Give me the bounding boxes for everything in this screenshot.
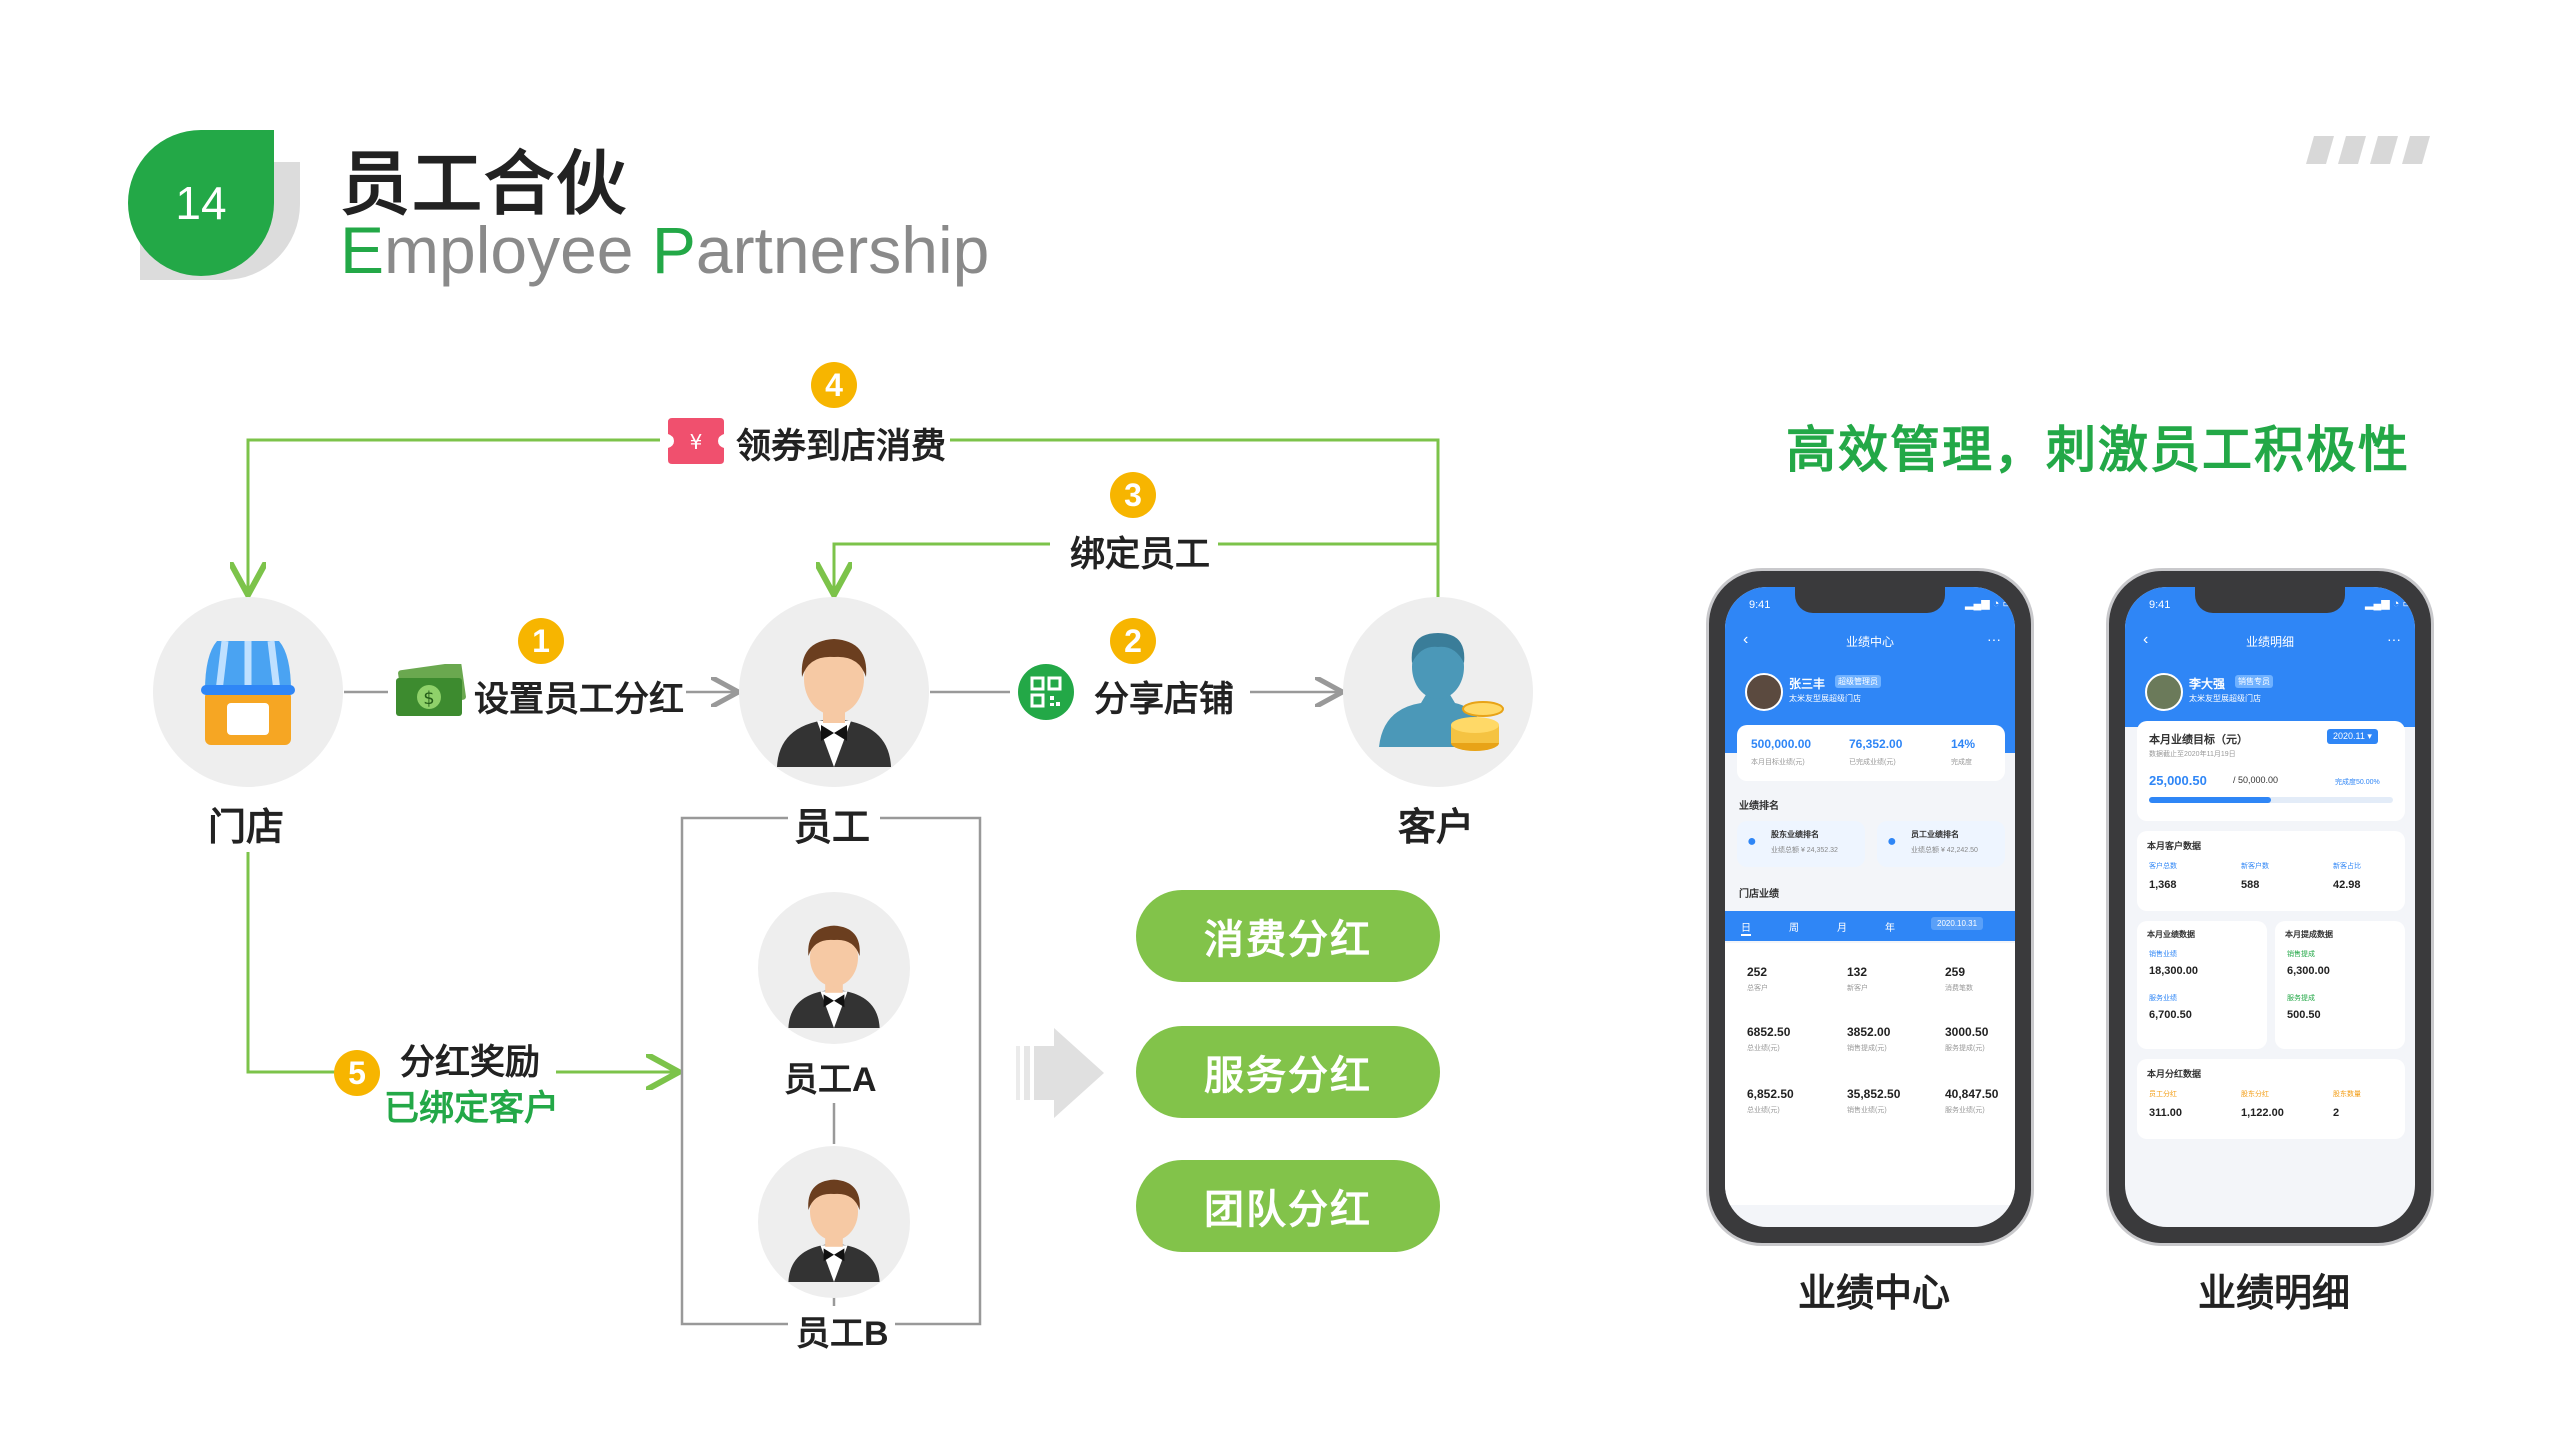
user-icon: ● bbox=[1747, 833, 1757, 850]
coupon-icon: ¥ bbox=[668, 418, 724, 464]
monthly-target-card: 本月业绩目标（元） 2020.11 ▾ 数据截止至2020年11月19日 25,… bbox=[2137, 721, 2405, 821]
page-number-badge: 14 bbox=[128, 130, 274, 276]
customer-node bbox=[1343, 597, 1533, 787]
svg-text:¥: ¥ bbox=[690, 430, 703, 454]
employee-a-node bbox=[758, 892, 910, 1044]
store-metrics-grid: 252 总客户 132 新客户 259 消费笔数 6852.50 总业绩(元) … bbox=[1725, 943, 2015, 1205]
user-store: 太米友型展超级门店 bbox=[1789, 694, 1861, 703]
employee-rank-card[interactable]: ● 员工业绩排名 业绩总额 ¥ 42,242.50 bbox=[1877, 821, 2005, 867]
step-3-label: 绑定员工 bbox=[1070, 535, 1211, 574]
status-time: 9:41 bbox=[2149, 599, 2171, 611]
user-icon: ● bbox=[1887, 833, 1897, 850]
customer-coins-icon bbox=[1379, 633, 1504, 751]
performance-data-card: 本月业绩数据 销售业绩 18,300.00 服务业绩 6,700.50 bbox=[2137, 921, 2267, 1049]
tab-year[interactable]: 年 bbox=[1885, 923, 1895, 934]
money-icon: $ bbox=[396, 664, 466, 716]
step-5-sublabel: 已绑定客户 bbox=[384, 1089, 560, 1128]
back-icon[interactable]: ‹ bbox=[2143, 631, 2149, 648]
consumption-dividend-pill: 消费分红 bbox=[1136, 890, 1440, 982]
month-picker[interactable]: 2020.11 ▾ bbox=[2327, 729, 2378, 744]
avatar bbox=[1745, 673, 1783, 711]
user-name: 李大强 bbox=[2189, 677, 2226, 691]
team-dividend-pill: 团队分红 bbox=[1136, 1160, 1440, 1252]
target-progress-track bbox=[2149, 797, 2393, 803]
shareholder-rank-card[interactable]: ● 股东业绩排名 业绩总额 ¥ 24,352.32 bbox=[1737, 821, 1865, 867]
qr-code-icon bbox=[1018, 664, 1074, 720]
decorative-slashes-icon bbox=[2306, 136, 2430, 164]
user-tag: 销售专员 bbox=[2235, 675, 2273, 688]
page-number: 14 bbox=[175, 177, 227, 229]
phone-notch bbox=[1795, 587, 1945, 613]
store-label: 门店 bbox=[208, 807, 285, 849]
status-time: 9:41 bbox=[1749, 599, 1771, 611]
user-store: 太米友型展超级门店 bbox=[2189, 694, 2261, 703]
avatar bbox=[2145, 673, 2183, 711]
more-icon[interactable]: ··· bbox=[1987, 631, 2001, 647]
step-2-label: 分享店铺 bbox=[1094, 680, 1235, 719]
status-icons: ▂▄▆ ◔ ▭ bbox=[1965, 598, 2013, 610]
store-icon bbox=[201, 640, 295, 745]
employee-label: 员工 bbox=[794, 807, 871, 849]
step-4-label: 领券到店消费 bbox=[736, 427, 947, 466]
nav-title: 业绩中心 bbox=[1845, 635, 1894, 649]
step-4-number: 4 bbox=[811, 362, 857, 408]
store-node bbox=[153, 597, 343, 787]
phone-performance-center: 9:41 ▂▄▆ ◔ ▭ ‹ 业绩中心 ··· 张三丰 超级管理员 太米友型展超… bbox=[1706, 568, 2034, 1246]
phone-performance-detail: 9:41 ▂▄▆ ◔ ▭ ‹ 业绩明细 ··· 李大强 销售专员 太米友型展超级… bbox=[2106, 568, 2434, 1246]
employee-node bbox=[739, 597, 929, 787]
phone-screen: 9:41 ▂▄▆ ◔ ▭ ‹ 业绩中心 ··· 张三丰 超级管理员 太米友型展超… bbox=[1725, 587, 2015, 1227]
step-1-number: 1 bbox=[518, 618, 564, 664]
phone-1-caption: 业绩中心 bbox=[1798, 1273, 1951, 1315]
nav-title: 业绩明细 bbox=[2245, 635, 2294, 649]
step-5-number: 5 bbox=[334, 1050, 380, 1096]
svg-text:$: $ bbox=[423, 688, 434, 709]
store-title: 门店业绩 bbox=[1739, 889, 1779, 900]
step-1-label: 设置员工分红 bbox=[474, 680, 685, 719]
right-arrow-icon bbox=[1016, 1028, 1104, 1118]
customer-data-card: 本月客户数据 客户总数 1,368 新客户数 588 新客占比 42.98 bbox=[2137, 831, 2405, 911]
period-tab-bar: 日 周 月 年 2020.10.31 bbox=[1725, 911, 2015, 941]
tab-day[interactable]: 日 bbox=[1741, 919, 1751, 936]
customer-label: 客户 bbox=[1398, 807, 1475, 849]
status-icons: ▂▄▆ ◔ ▭ bbox=[2365, 598, 2413, 610]
page-title: 员工合伙 bbox=[340, 145, 628, 223]
waiter-avatar-icon bbox=[788, 1179, 880, 1282]
slogan: 高效管理，刺激员工积极性 bbox=[1786, 422, 2410, 478]
service-dividend-pill: 服务分红 bbox=[1136, 1026, 1440, 1118]
waiter-avatar-icon bbox=[777, 639, 891, 767]
dividend-data-card: 本月分红数据 员工分红 311.00 股东分红 1,122.00 股东数量 2 bbox=[2137, 1059, 2405, 1139]
phone-2-caption: 业绩明细 bbox=[2198, 1273, 2351, 1315]
target-progress-fill bbox=[2149, 797, 2271, 803]
commission-data-card: 本月提成数据 销售提成 6,300.00 服务提成 500.50 bbox=[2275, 921, 2405, 1049]
step-2-number: 2 bbox=[1110, 618, 1156, 664]
ranking-title: 业绩排名 bbox=[1739, 801, 1779, 812]
user-tag: 超级管理员 bbox=[1835, 675, 1881, 688]
phone-screen: 9:41 ▂▄▆ ◔ ▭ ‹ 业绩明细 ··· 李大强 销售专员 太米友型展超级… bbox=[2125, 587, 2415, 1227]
tab-week[interactable]: 周 bbox=[1789, 923, 1799, 934]
target-stats-card: 500,000.00 本月目标业绩(元) 76,352.00 已完成业绩(元) … bbox=[1737, 725, 2005, 781]
waiter-avatar-icon bbox=[788, 925, 880, 1028]
more-icon[interactable]: ··· bbox=[2387, 631, 2401, 647]
back-icon[interactable]: ‹ bbox=[1743, 631, 1749, 648]
tab-month[interactable]: 月 bbox=[1837, 923, 1847, 934]
flow-connectors bbox=[0, 438, 1440, 1326]
employee-a-label: 员工A bbox=[784, 1061, 877, 1099]
step-3-number: 3 bbox=[1110, 472, 1156, 518]
phone-notch bbox=[2195, 587, 2345, 613]
user-name: 张三丰 bbox=[1789, 677, 1826, 691]
employee-b-label: 员工B bbox=[790, 1306, 895, 1355]
employee-b-node bbox=[758, 1146, 910, 1298]
page-subtitle: Employee Partnership bbox=[340, 213, 990, 287]
date-picker[interactable]: 2020.10.31 bbox=[1931, 917, 1984, 930]
step-5-label: 分红奖励 bbox=[400, 1043, 541, 1082]
